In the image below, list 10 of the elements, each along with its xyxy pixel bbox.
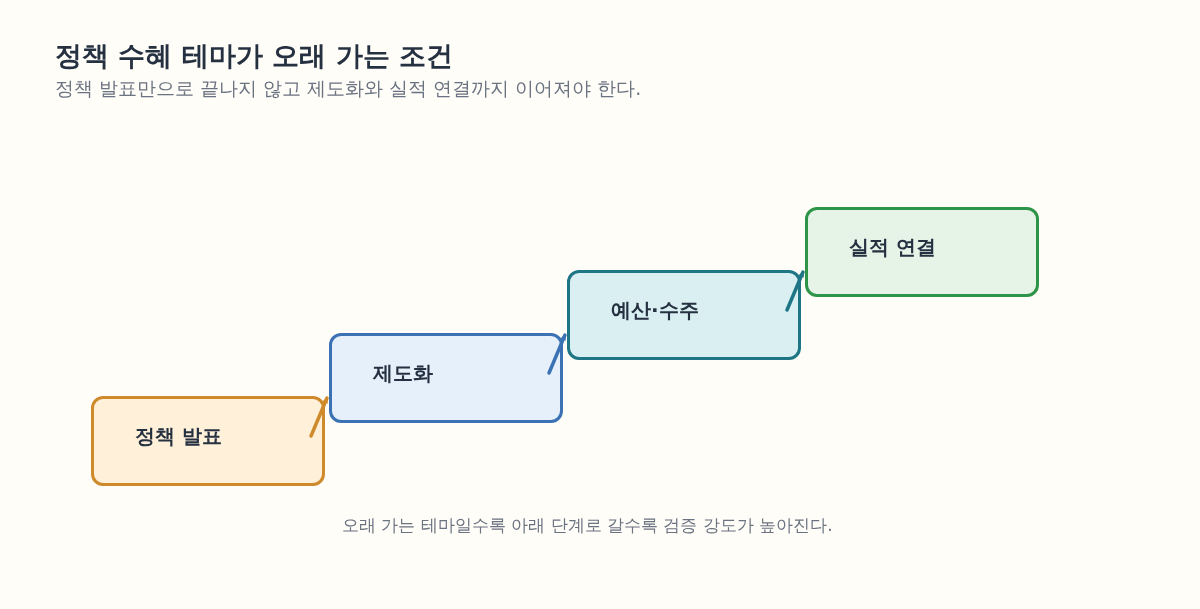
arrow [785, 270, 805, 312]
arrow [547, 333, 567, 375]
step-box: 제도화 [329, 333, 563, 423]
step-box: 정책 발표 [91, 396, 325, 486]
arrow [309, 396, 329, 438]
subtitle: 정책 발표만으로 끝나지 않고 제도화와 실적 연결까지 이어져야 한다. [55, 76, 642, 101]
step-box: 예산·수주 [567, 270, 801, 360]
title: 정책 수혜 테마가 오래 가는 조건 [55, 39, 453, 73]
step-box: 실적 연결 [805, 207, 1039, 297]
caption: 오래 가는 테마일수록 아래 단계로 갈수록 검증 강도가 높아진다. [342, 514, 833, 537]
